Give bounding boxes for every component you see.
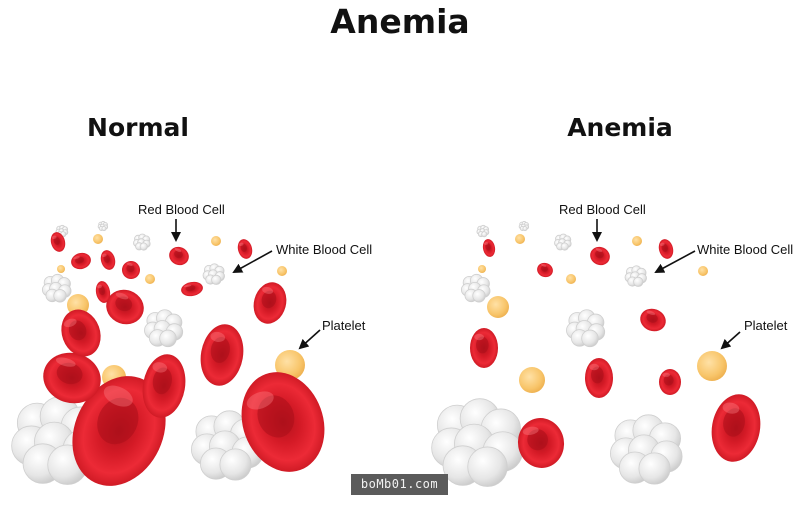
- red-cell-normal-5: [200, 324, 244, 386]
- white-cell-anemia-8: [518, 221, 530, 232]
- white-cell-anemia-4: [460, 273, 491, 303]
- white-cell-normal-6: [133, 233, 151, 251]
- white-cell-anemia-7: [476, 224, 490, 238]
- red-cell-normal-15: [50, 232, 66, 252]
- white-cell-normal-4: [41, 273, 72, 303]
- arrow-white-normal: [232, 250, 273, 273]
- red-cell-anemia-1: [711, 394, 761, 462]
- platelet-anemia-1: [697, 351, 727, 381]
- white-cell-anemia-1: [431, 398, 523, 487]
- red-cell-normal-11: [169, 246, 189, 266]
- platelet-anemia-6: [632, 236, 642, 246]
- red-cell-normal-13: [100, 250, 116, 270]
- platelet-anemia-2: [519, 367, 545, 393]
- red-cell-normal-2: [241, 372, 325, 472]
- red-cell-anemia-10: [658, 239, 674, 259]
- red-cell-normal-12: [122, 261, 140, 279]
- page-title: Anemia: [330, 2, 470, 41]
- red-cell-anemia-5: [659, 369, 681, 395]
- arrow-platelet-normal: [298, 329, 321, 350]
- white-cell-normal-5: [202, 263, 225, 285]
- red-cell-normal-14: [71, 252, 91, 270]
- red-cell-normal-9: [95, 281, 111, 303]
- white-cell-anemia-3: [566, 309, 606, 348]
- platelet-anemia-8: [478, 265, 486, 273]
- white-cell-normal-8: [97, 221, 109, 232]
- red-cell-anemia-2: [517, 418, 565, 468]
- white-cell-normal-3: [144, 309, 184, 348]
- white-cell-anemia-6: [554, 233, 572, 251]
- label-platelet-anemia: Platelet: [744, 318, 788, 333]
- red-cell-anemia-3: [585, 358, 613, 398]
- panel-heading-normal: Normal: [87, 113, 189, 142]
- label-white-blood-cell-normal: White Blood Cell: [276, 242, 373, 257]
- label-platelet-normal: Platelet: [322, 318, 366, 333]
- label-white-blood-cell-anemia: White Blood Cell: [697, 242, 794, 257]
- platelet-anemia-4: [515, 234, 525, 244]
- red-cell-normal-1: [72, 376, 166, 486]
- white-cell-anemia-5: [624, 265, 647, 287]
- red-cell-normal-6: [61, 309, 101, 357]
- platelet-normal-7: [277, 266, 287, 276]
- platelet-anemia-7: [698, 266, 708, 276]
- platelet-normal-6: [211, 236, 221, 246]
- label-red-blood-cell-anemia: Red Blood Cell: [559, 202, 646, 217]
- platelet-normal-4: [93, 234, 103, 244]
- watermark: boMb01.com: [351, 474, 448, 495]
- red-cell-anemia-8: [537, 262, 553, 278]
- red-cell-anemia-6: [640, 308, 666, 332]
- red-cell-normal-7: [253, 282, 287, 324]
- red-cell-anemia-9: [482, 239, 496, 257]
- platelet-normal-5: [145, 274, 155, 284]
- arrow-platelet-anemia: [720, 331, 741, 350]
- white-cell-anemia-2: [610, 414, 683, 485]
- red-cell-anemia-7: [590, 246, 610, 266]
- red-cell-normal-3: [43, 352, 101, 404]
- label-red-blood-cell-normal: Red Blood Cell: [138, 202, 225, 217]
- red-cell-anemia-4: [470, 328, 498, 368]
- panel-heading-anemia: Anemia: [567, 113, 673, 142]
- platelet-normal-8: [57, 265, 65, 273]
- arrow-white-anemia: [654, 250, 696, 273]
- platelet-anemia-3: [487, 296, 509, 318]
- red-cell-normal-4: [142, 354, 186, 418]
- platelet-normal-1: [275, 350, 305, 380]
- red-cell-normal-16: [237, 239, 253, 259]
- red-cell-normal-8: [106, 289, 144, 325]
- red-cell-normal-10: [181, 281, 203, 297]
- platelet-anemia-5: [566, 274, 576, 284]
